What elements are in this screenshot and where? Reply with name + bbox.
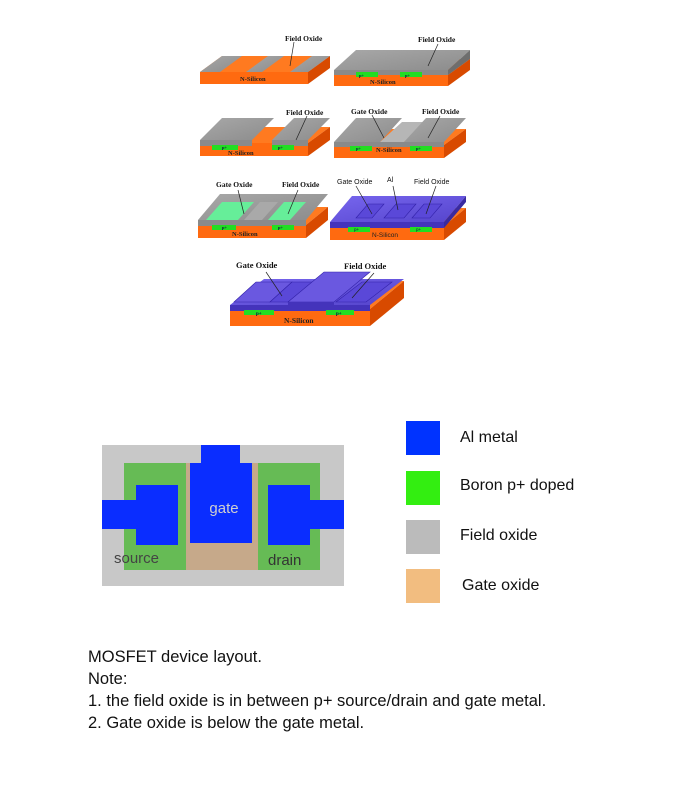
label-p-plus-5b: p+ (278, 225, 284, 230)
label-n-silicon-7: N-Silicon (284, 316, 314, 325)
label-p-plus-6a: p+ (354, 227, 360, 232)
legend-swatch-boron (406, 471, 440, 505)
legend-label-gate-oxide: Gate oxide (462, 577, 540, 594)
label-p-plus-2a: p+ (359, 73, 365, 78)
notes-block: MOSFET device layout. Note: 1. the field… (88, 646, 546, 734)
label-field-oxide-2: Field Oxide (418, 35, 456, 44)
mosfet-top-view (102, 445, 344, 586)
label-gate-oxide-6: Gate Oxide (337, 179, 373, 186)
label-source: source (114, 550, 159, 567)
legend-label-boron: Boron p+ doped (460, 477, 575, 494)
notes-title: MOSFET device layout. (88, 648, 262, 666)
legend-label-al-metal: Al metal (460, 429, 518, 446)
legend-swatch-field-oxide (406, 520, 440, 554)
label-field-oxide-5: Field Oxide (282, 180, 320, 189)
label-al-6: Al (387, 177, 394, 184)
notes-line-2: 2. Gate oxide is below the gate metal. (88, 714, 365, 732)
label-n-silicon-3: N-Silicon (228, 150, 254, 157)
label-field-oxide-1: Field Oxide (285, 34, 323, 43)
source-metal (136, 485, 178, 545)
label-drain: drain (268, 552, 301, 569)
label-gate: gate (209, 500, 238, 517)
label-gate-oxide-5: Gate Oxide (216, 180, 253, 189)
label-p-plus-7b: p+ (336, 312, 342, 317)
label-n-silicon-5: N-Silicon (232, 231, 258, 238)
label-field-oxide-6: Field Oxide (414, 179, 450, 186)
legend-swatch-gate-oxide (406, 569, 440, 603)
cross-section-step-7 (230, 271, 404, 326)
label-n-silicon-1: N-Silicon (240, 76, 266, 83)
label-gate-oxide-4: Gate Oxide (351, 107, 388, 116)
label-p-plus-5a: p+ (222, 225, 228, 230)
cross-section-step-5 (198, 189, 328, 238)
label-field-oxide-7: Field Oxide (344, 261, 386, 271)
label-p-plus-2b: p+ (405, 73, 411, 78)
label-n-silicon-4: N-Silicon (376, 147, 402, 154)
label-field-oxide-3: Field Oxide (286, 108, 324, 117)
legend-label-field-oxide: Field oxide (460, 527, 538, 544)
label-p-plus-3a: p+ (222, 145, 228, 150)
notes-line-1: 1. the field oxide is in between p+ sour… (88, 692, 547, 710)
drain-metal (268, 485, 310, 545)
label-p-plus-6b: p+ (416, 227, 422, 232)
label-p-plus-3b: p+ (278, 145, 284, 150)
label-p-plus-4a: p+ (356, 146, 362, 151)
legend-swatch-al-metal (406, 421, 440, 455)
label-n-silicon-2: N-Silicon (370, 79, 396, 86)
notes-heading: Note: (88, 670, 128, 688)
label-p-plus-7a: p+ (256, 312, 262, 317)
cross-section-step-6 (330, 185, 466, 240)
cross-section-step-1 (200, 41, 330, 84)
label-n-silicon-6: N-Silicon (372, 232, 398, 239)
cross-section-step-4 (334, 114, 466, 158)
label-gate-oxide-7: Gate Oxide (236, 260, 278, 270)
label-p-plus-4b: p+ (416, 146, 422, 151)
gate-metal (190, 463, 252, 543)
label-field-oxide-4: Field Oxide (422, 107, 460, 116)
cross-section-step-2 (334, 43, 470, 86)
cross-section-step-3 (200, 115, 330, 156)
